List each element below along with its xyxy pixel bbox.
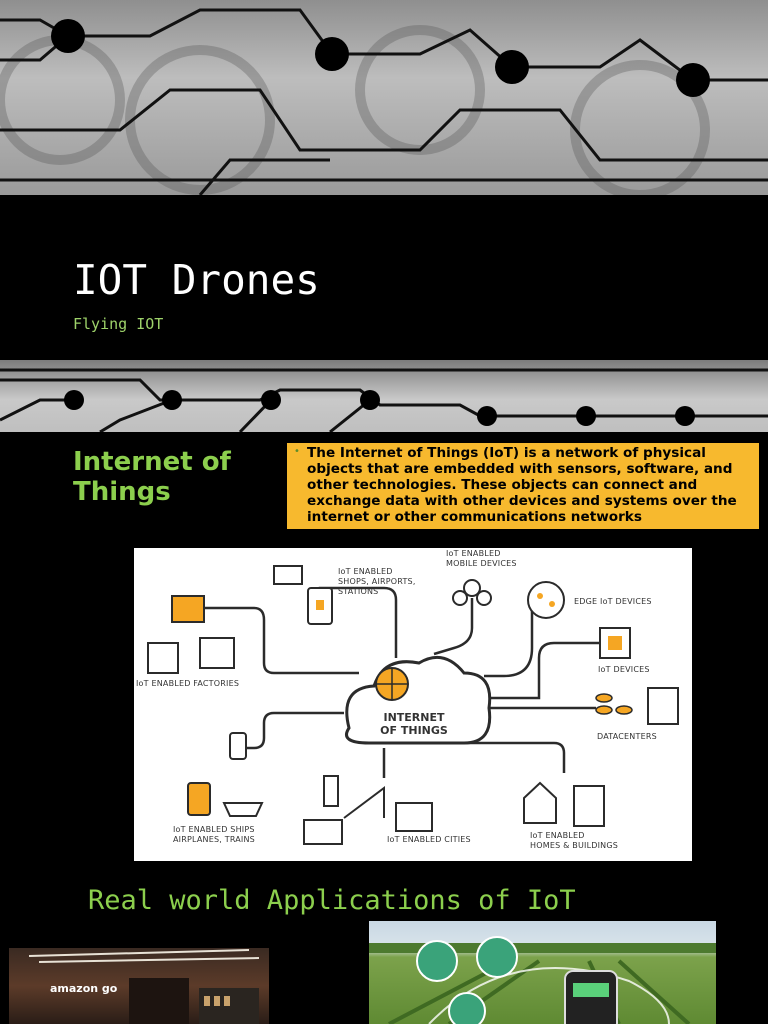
label-mobile-line1: IoT ENABLED [446,549,501,558]
label-homes-line2: HOMES & BUILDINGS [530,841,619,850]
label-ships-line2: AIRPLANES, TRAINS [173,835,255,844]
label-devices: IoT DEVICES [598,665,650,674]
iot-diagram-graphic [147,565,679,845]
label-mobile: IoT ENABLED MOBILE DEVICES [446,549,517,569]
label-ships-line1: IoT ENABLED SHIPS [173,825,255,834]
location-pin-icon [416,940,458,982]
farm-graphic [369,936,716,1024]
shop-icon [273,565,333,625]
label-cities: IoT ENABLED CITIES [387,835,471,844]
label-homes: IoT ENABLED HOMES & BUILDINGS [530,831,618,851]
phone-icon [564,970,618,1024]
farmer-icon [476,936,518,978]
water-drop-icon [448,992,486,1024]
edge-device-icon [527,581,565,619]
iot-diagram: INTERNET OF THINGS IoT ENABLED SHOPS, AI… [134,548,692,861]
circuit-banner-bottom [0,360,768,432]
smart-farm-photo [369,921,716,1024]
iot-definition-text: The Internet of Things (IoT) is a networ… [307,445,737,525]
amazon-go-store-photo: amazon go [9,948,269,1024]
hub-label-line1: INTERNET [383,711,445,724]
hub-label: INTERNET OF THINGS [359,711,469,737]
circuit-pattern-top [0,8,768,195]
mobile-devices-icon [452,579,492,606]
slide-title: IOT Drones [73,256,320,304]
circuit-banner-top [0,0,768,195]
label-datacenters: DATACENTERS [597,732,657,741]
home-icon [523,781,605,827]
factory-icon [147,595,235,674]
label-ships: IoT ENABLED SHIPS AIRPLANES, TRAINS [173,825,255,845]
label-factories: IoT ENABLED FACTORIES [136,679,240,688]
label-edge: EDGE IoT DEVICES [574,597,652,606]
label-shops: IoT ENABLED SHOPS, AIRPORTS, STATIONS [338,567,416,597]
city-icon [303,775,433,845]
datacenter-icon [595,687,679,725]
slide-subtitle: Flying IOT [73,315,164,333]
chip-icon [599,627,631,659]
iot-definition-box: • The Internet of Things (IoT) is a netw… [287,443,759,529]
circuit-pattern-bottom [0,368,768,432]
label-mobile-line2: MOBILE DEVICES [446,559,517,568]
applications-heading: Real world Applications of IoT [88,885,576,916]
label-homes-line1: IoT ENABLED [530,831,585,840]
label-shops-line3: STATIONS [338,587,379,596]
transport-icon [187,732,264,817]
amazon-go-logo: amazon go [50,982,118,995]
label-shops-line1: IoT ENABLED [338,567,393,576]
store-interior-graphic [28,949,260,1024]
hub-label-line2: OF THINGS [380,724,448,737]
iot-heading: Internet of Things [73,447,231,507]
label-shops-line2: SHOPS, AIRPORTS, [338,577,416,586]
bullet-icon: • [294,446,300,457]
